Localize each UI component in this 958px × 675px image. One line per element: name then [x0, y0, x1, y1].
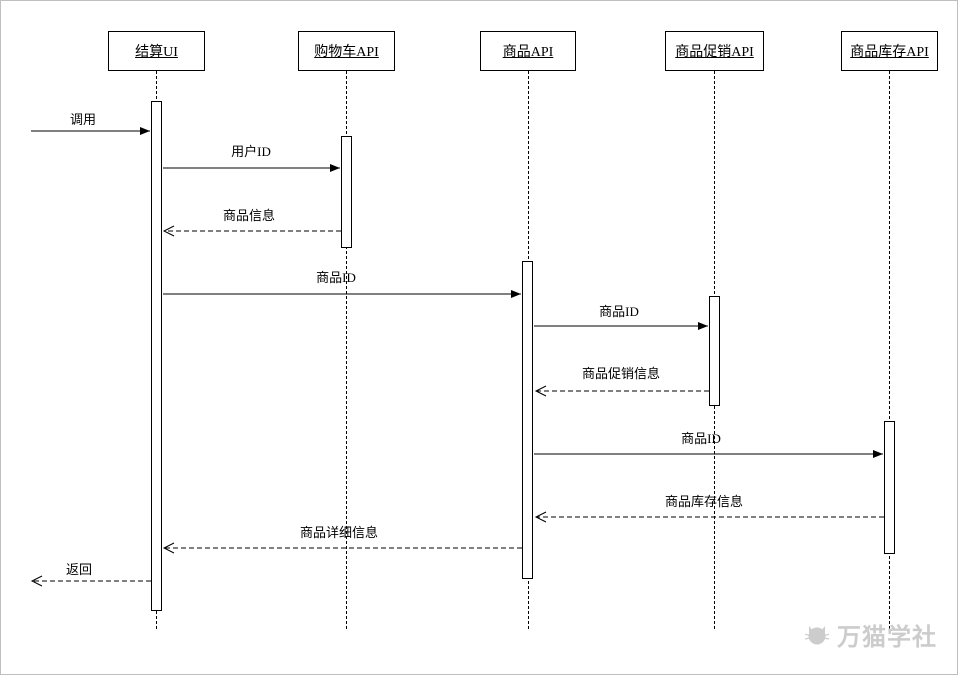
participant-label: 商品API — [502, 45, 554, 60]
message-label-product-id-1: 商品ID — [316, 270, 356, 285]
participant-checkout-ui: 结算UI — [108, 31, 205, 71]
message-label-product-detail: 商品详细信息 — [299, 525, 379, 540]
message-label-product-info: 商品信息 — [222, 208, 276, 223]
message-label-return: 返回 — [65, 562, 93, 577]
message-label-product-id-2: 商品ID — [599, 304, 639, 319]
participant-cart-api: 购物车API — [298, 31, 395, 71]
activation-inventory-api — [884, 421, 895, 554]
watermark: 万猫学社 — [804, 617, 937, 652]
message-label-inventory-info: 商品库存信息 — [664, 494, 744, 509]
watermark-cat-icon — [804, 625, 830, 644]
participant-label: 结算UI — [135, 45, 178, 60]
activation-promotion-api — [709, 296, 720, 406]
participant-inventory-api: 商品库存API — [841, 31, 938, 71]
participant-promotion-api: 商品促销API — [665, 31, 764, 71]
activation-checkout-ui — [151, 101, 162, 611]
lifeline-cart-api — [346, 71, 347, 629]
participant-label: 商品促销API — [675, 45, 754, 60]
message-label-promotion-info: 商品促销信息 — [581, 366, 661, 381]
activation-product-api — [522, 261, 533, 579]
lifeline-inventory-api — [889, 71, 890, 629]
participant-label: 商品库存API — [850, 45, 929, 60]
watermark-text: 万猫学社 — [837, 624, 937, 651]
participant-label: 购物车API — [314, 45, 379, 60]
message-label-user-id: 用户ID — [231, 144, 271, 159]
participant-product-api: 商品API — [480, 31, 576, 71]
message-label-call: 调用 — [69, 112, 97, 127]
activation-cart-api — [341, 136, 352, 248]
message-label-product-id-3: 商品ID — [681, 431, 721, 446]
